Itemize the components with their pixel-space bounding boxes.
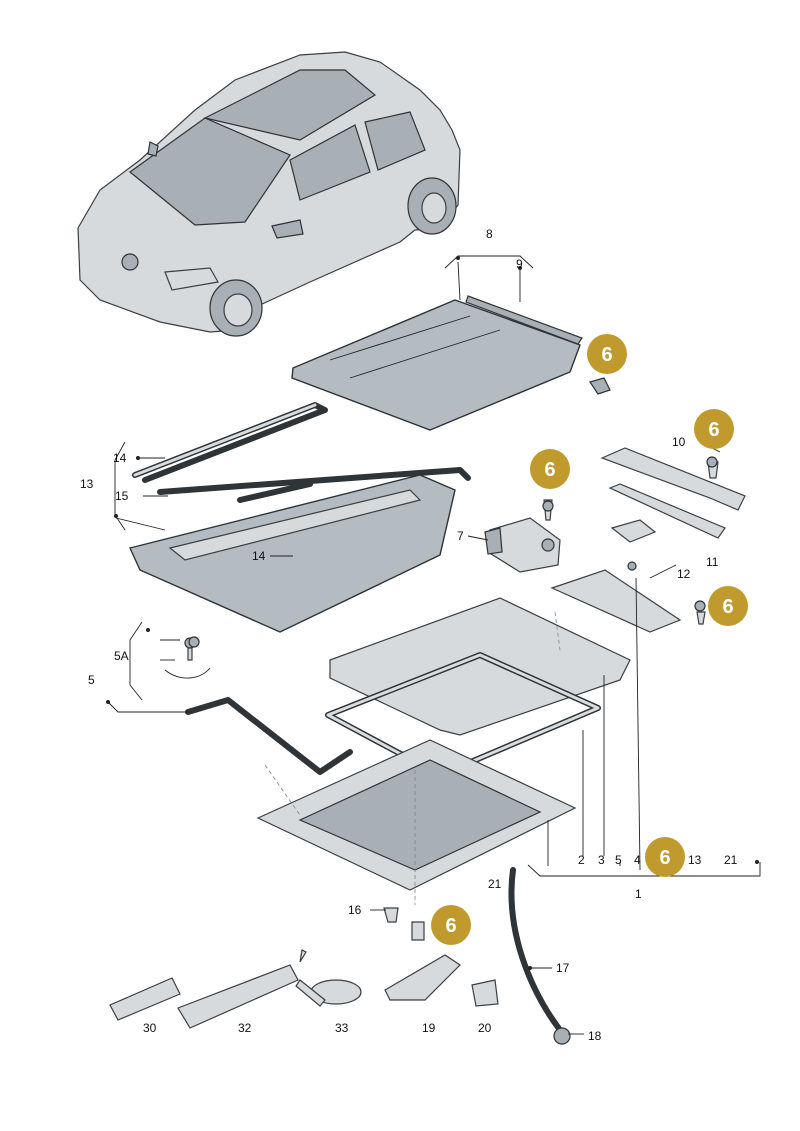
rails (550, 447, 746, 633)
callout-13-right: 13 (688, 853, 702, 867)
callout-21-bottom: 21 (488, 877, 502, 891)
badge-6: 6 (530, 449, 570, 489)
callout-13-left: 13 (80, 477, 94, 491)
svg-text:6: 6 (445, 915, 456, 937)
seal-group (129, 402, 471, 633)
badge-6: 6 (645, 837, 685, 877)
callout-3: 3 (598, 853, 605, 867)
callout-16: 16 (348, 903, 362, 917)
clip-5a (164, 637, 211, 679)
car-illustration (77, 51, 461, 337)
callout-9: 9 (516, 257, 523, 271)
badge-6: 6 (708, 586, 748, 626)
highlight-badges: 6 6 6 6 6 6 (431, 334, 748, 945)
motor (484, 499, 561, 573)
callout-7: 7 (457, 529, 464, 543)
callout-18: 18 (588, 1029, 602, 1043)
callout-5a: 5A (114, 649, 129, 663)
callout-4: 4 (634, 853, 641, 867)
screws (188, 456, 718, 648)
callout-1: 1 (635, 887, 642, 901)
badge-6: 6 (694, 409, 734, 449)
callout-14-bottom: 14 (252, 549, 266, 563)
callout-10: 10 (672, 435, 686, 449)
callout-30: 30 (143, 1021, 157, 1035)
svg-text:6: 6 (601, 344, 612, 366)
glass-panel (291, 295, 611, 431)
leader-dots (106, 256, 759, 970)
callout-labels: 8 9 10 14 13 15 7 14 11 12 5A 5 2 3 5 4 … (80, 227, 738, 1043)
callout-5-right: 5 (615, 853, 622, 867)
callout-17: 17 (556, 961, 570, 975)
callout-8: 8 (486, 227, 493, 241)
accessory-parts (109, 907, 499, 1029)
callout-32: 32 (238, 1021, 252, 1035)
callout-19: 19 (422, 1021, 436, 1035)
callout-2: 2 (578, 853, 585, 867)
svg-text:6: 6 (659, 847, 670, 869)
callout-12: 12 (677, 567, 691, 581)
callout-20: 20 (478, 1021, 492, 1035)
callout-11: 11 (706, 555, 719, 569)
badge-6: 6 (431, 905, 471, 945)
svg-text:6: 6 (722, 596, 733, 618)
callout-21-right: 21 (724, 853, 738, 867)
frame-assembly (185, 597, 631, 905)
callout-33: 33 (335, 1021, 349, 1035)
callout-14-top: 14 (113, 451, 127, 465)
svg-text:6: 6 (544, 459, 555, 481)
callout-5-left: 5 (88, 673, 95, 687)
drain-hose (508, 867, 571, 1045)
leader-lines (107, 255, 761, 1035)
callout-15: 15 (115, 489, 129, 503)
badge-6: 6 (587, 334, 627, 374)
svg-text:6: 6 (708, 419, 719, 441)
